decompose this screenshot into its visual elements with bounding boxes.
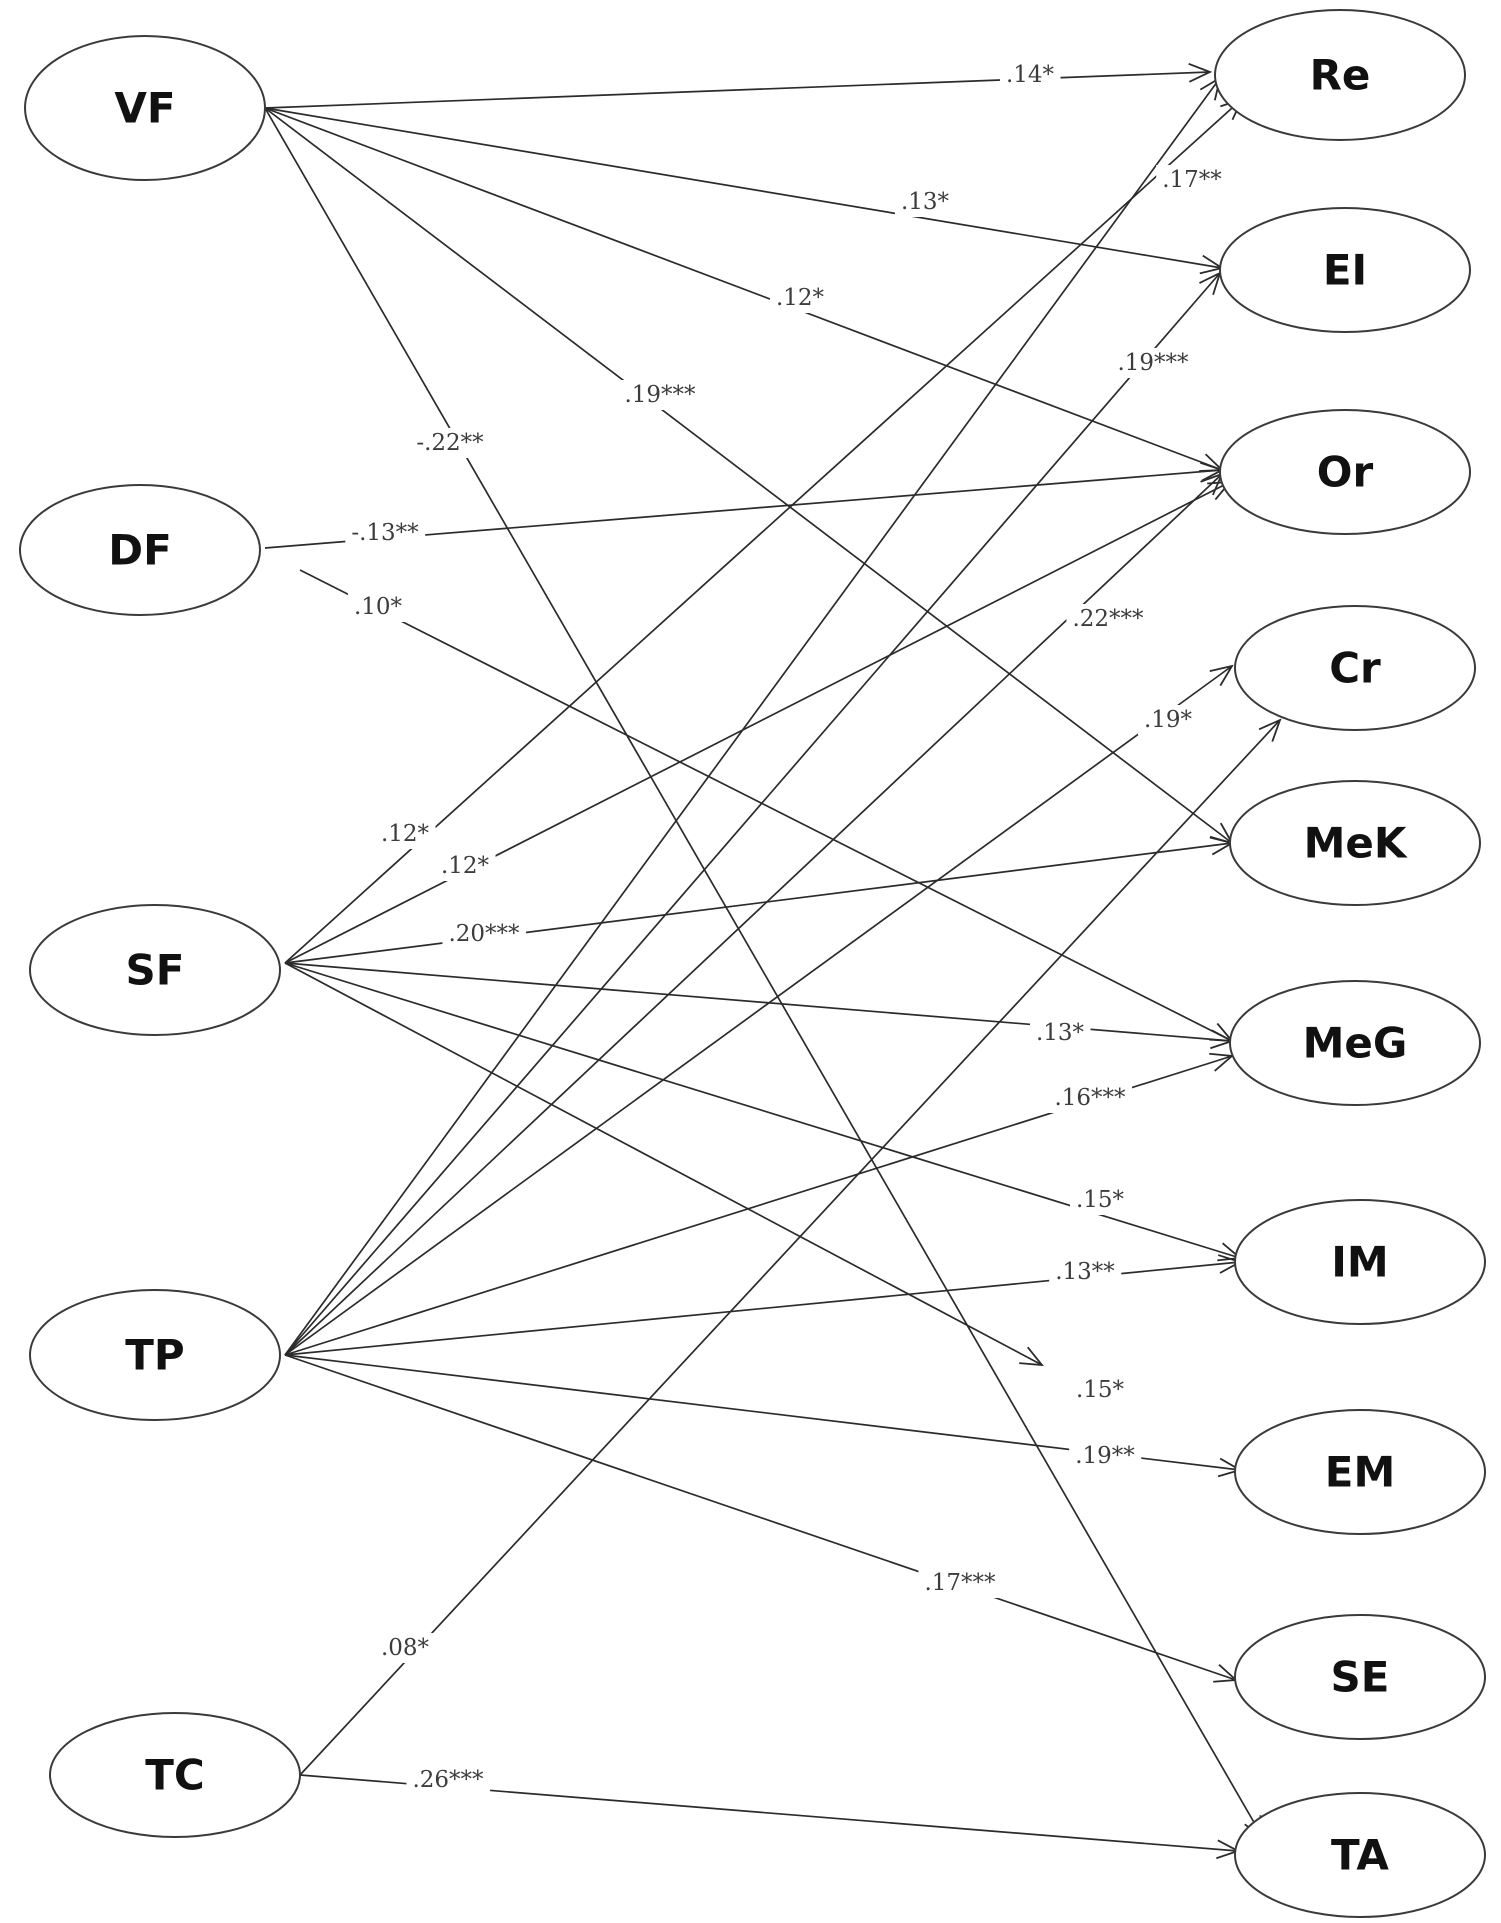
path-arrow-df-meg (299, 569, 1232, 1041)
path-coef-tc-cr: .08* (381, 1635, 430, 1661)
path-coef-tp-se: .17*** (924, 1570, 996, 1596)
path-coef-tp-re: .17** (1162, 167, 1222, 193)
path-coef-bg-tp-or (1066, 604, 1151, 634)
path-coef-bg-vf-mek (618, 380, 703, 410)
path-arrow-tp-ei (284, 273, 1220, 1356)
node-ta-label: TA (1331, 1831, 1389, 1880)
node-sf-label: SF (126, 946, 185, 995)
node-em: EM (1234, 1409, 1486, 1535)
path-coef-tp-im: .13** (1055, 1259, 1115, 1285)
path-coef-df-or: -.13** (351, 520, 419, 546)
path-coef-sf-mek: .20*** (448, 921, 520, 947)
path-coef-bg-tc-cr (374, 1633, 436, 1663)
path-coef-tp-meg: .16*** (1054, 1085, 1126, 1111)
node-tc-label: TC (145, 1751, 204, 1800)
node-mek-label: MeK (1304, 819, 1408, 868)
path-arrow-sf-em (284, 962, 1042, 1365)
path-coef-bg-sf-re (374, 819, 436, 849)
path-coef-bg-df-or (345, 518, 426, 548)
path-coef-vf-re: .14* (1006, 62, 1055, 88)
path-coef-bg-tc-ta (406, 1765, 491, 1795)
path-arrow-tp-or (284, 474, 1222, 1356)
path-coef-bg-vf-re (999, 60, 1061, 90)
path-coef-vf-mek: .19*** (624, 382, 696, 408)
node-ei: EI (1219, 207, 1471, 333)
path-coef-bg-tp-se (918, 1568, 1003, 1598)
node-df-label: DF (108, 526, 172, 575)
path-coef-bg-tp-cr (1137, 705, 1199, 735)
path-coef-sf-meg: .13* (1036, 1020, 1085, 1046)
node-em-label: EM (1325, 1448, 1396, 1497)
path-coef-sf-or: .12* (441, 853, 490, 879)
node-tc: TC (49, 1712, 301, 1838)
path-coef-bg-tp-meg (1048, 1083, 1133, 1113)
node-ta: TA (1234, 1792, 1486, 1918)
node-cr: Cr (1234, 605, 1476, 731)
path-arrow-vf-ei (264, 107, 1222, 268)
path-coef-vf-or: .12* (776, 285, 825, 311)
path-arrow-tc-cr (299, 720, 1280, 1776)
path-coef-bg-vf-ta (410, 428, 491, 458)
node-meg-label: MeG (1303, 1019, 1408, 1068)
path-coef-sf-im: .15* (1076, 1187, 1125, 1213)
path-coef-bg-tp-em (1069, 1441, 1142, 1471)
path-coef-vf-ta: -.22** (416, 430, 484, 456)
node-se-label: SE (1331, 1653, 1390, 1702)
node-df: DF (19, 484, 261, 616)
path-coef-sf-em: .15* (1076, 1377, 1125, 1403)
node-re: Re (1214, 9, 1466, 141)
path-coef-bg-tp-im (1049, 1257, 1122, 1287)
path-arrow-sf-mek (284, 843, 1232, 964)
path-arrow-tp-se (284, 1354, 1236, 1680)
node-im-label: IM (1331, 1238, 1388, 1287)
node-se: SE (1234, 1614, 1486, 1740)
node-mek: MeK (1229, 780, 1481, 906)
path-coef-tp-cr: .19* (1144, 707, 1193, 733)
node-tp: TP (29, 1289, 281, 1421)
node-ei-label: EI (1323, 246, 1367, 295)
path-arrow-vf-ta (264, 107, 1263, 1838)
path-arrow-vf-or (264, 107, 1222, 470)
path-arrow-sf-or (284, 482, 1230, 964)
path-arrow-vf-re (264, 72, 1210, 109)
node-tp-label: TP (125, 1331, 184, 1380)
node-vf-label: VF (114, 84, 175, 133)
path-coef-bg-df-meg (347, 592, 409, 622)
path-arrow-vf-mek (264, 107, 1232, 843)
path-coef-bg-vf-or (769, 283, 831, 313)
path-coef-tp-ei: .19*** (1117, 350, 1189, 376)
path-coef-tp-em: .19** (1075, 1443, 1135, 1469)
path-coef-df-meg: .10* (354, 594, 403, 620)
path-coef-bg-tp-re (1156, 165, 1229, 195)
path-coef-tc-ta: .26*** (412, 1767, 484, 1793)
path-arrow-sf-re (284, 99, 1242, 964)
path-coef-tp-or: .22*** (1072, 606, 1144, 632)
node-cr-label: Cr (1329, 644, 1381, 693)
path-coef-bg-sf-meg (1029, 1018, 1091, 1048)
path-coef-bg-vf-ei (894, 187, 956, 217)
path-coef-bg-sf-em (1069, 1375, 1131, 1405)
path-coef-bg-tp-ei (1111, 348, 1196, 378)
path-coef-bg-sf-im (1069, 1185, 1131, 1215)
node-or: Or (1219, 409, 1471, 535)
path-coef-vf-ei: .13* (901, 189, 950, 215)
node-or-label: Or (1317, 448, 1374, 497)
node-im: IM (1234, 1199, 1486, 1325)
node-re-label: Re (1310, 51, 1371, 100)
node-sf: SF (29, 904, 281, 1036)
path-coef-bg-sf-mek (442, 919, 527, 949)
path-coef-sf-re: .12* (381, 821, 430, 847)
node-vf: VF (24, 35, 266, 181)
node-meg: MeG (1229, 980, 1481, 1106)
path-arrow-tp-re (284, 78, 1220, 1356)
path-arrow-tp-cr (284, 666, 1232, 1356)
path-coef-bg-sf-or (434, 851, 496, 881)
